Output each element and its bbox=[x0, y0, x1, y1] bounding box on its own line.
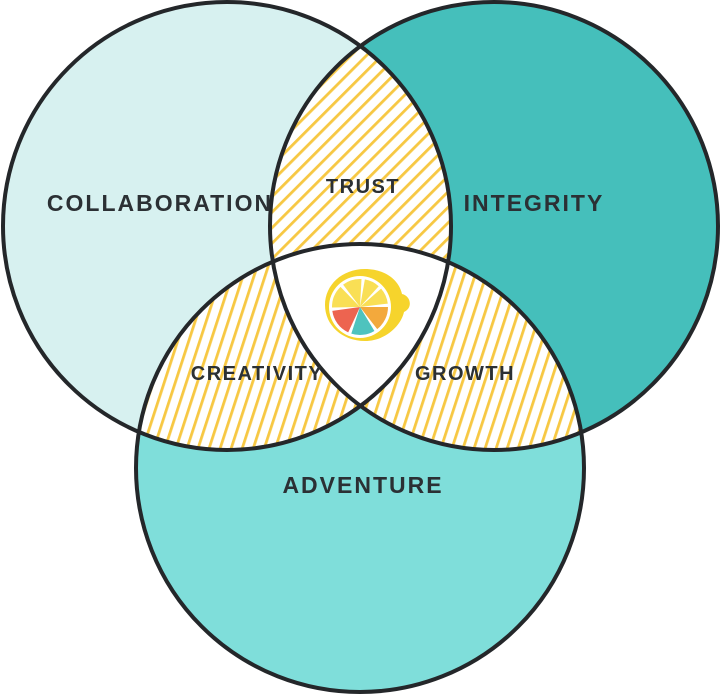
lemon-wedge-yellow bbox=[331, 286, 360, 308]
label-adventure: ADVENTURE bbox=[282, 472, 443, 498]
label-creativity: CREATIVITY bbox=[191, 363, 323, 385]
label-collaboration: COLLABORATION bbox=[47, 190, 273, 216]
lemon-wedge-coral bbox=[332, 307, 360, 333]
lemon-icon bbox=[325, 269, 410, 341]
label-growth: GROWTH bbox=[415, 363, 515, 385]
lemon-wedge-orange bbox=[360, 307, 388, 330]
lemon-wedge-yellow bbox=[360, 279, 379, 307]
overlap-creativity-region bbox=[136, 244, 451, 450]
circle-outline-adventure bbox=[134, 242, 586, 694]
label-integrity: INTEGRITY bbox=[464, 190, 605, 216]
overlap-growth-region bbox=[270, 244, 584, 450]
lemon-wedge-yellow bbox=[343, 278, 362, 307]
label-trust: TRUST bbox=[326, 176, 400, 198]
lemon-wedge-yellow bbox=[360, 288, 388, 307]
circle-outline-integrity bbox=[268, 0, 720, 452]
lemon-wedge-teal bbox=[351, 307, 375, 335]
circle-outline-collaboration bbox=[1, 0, 453, 452]
